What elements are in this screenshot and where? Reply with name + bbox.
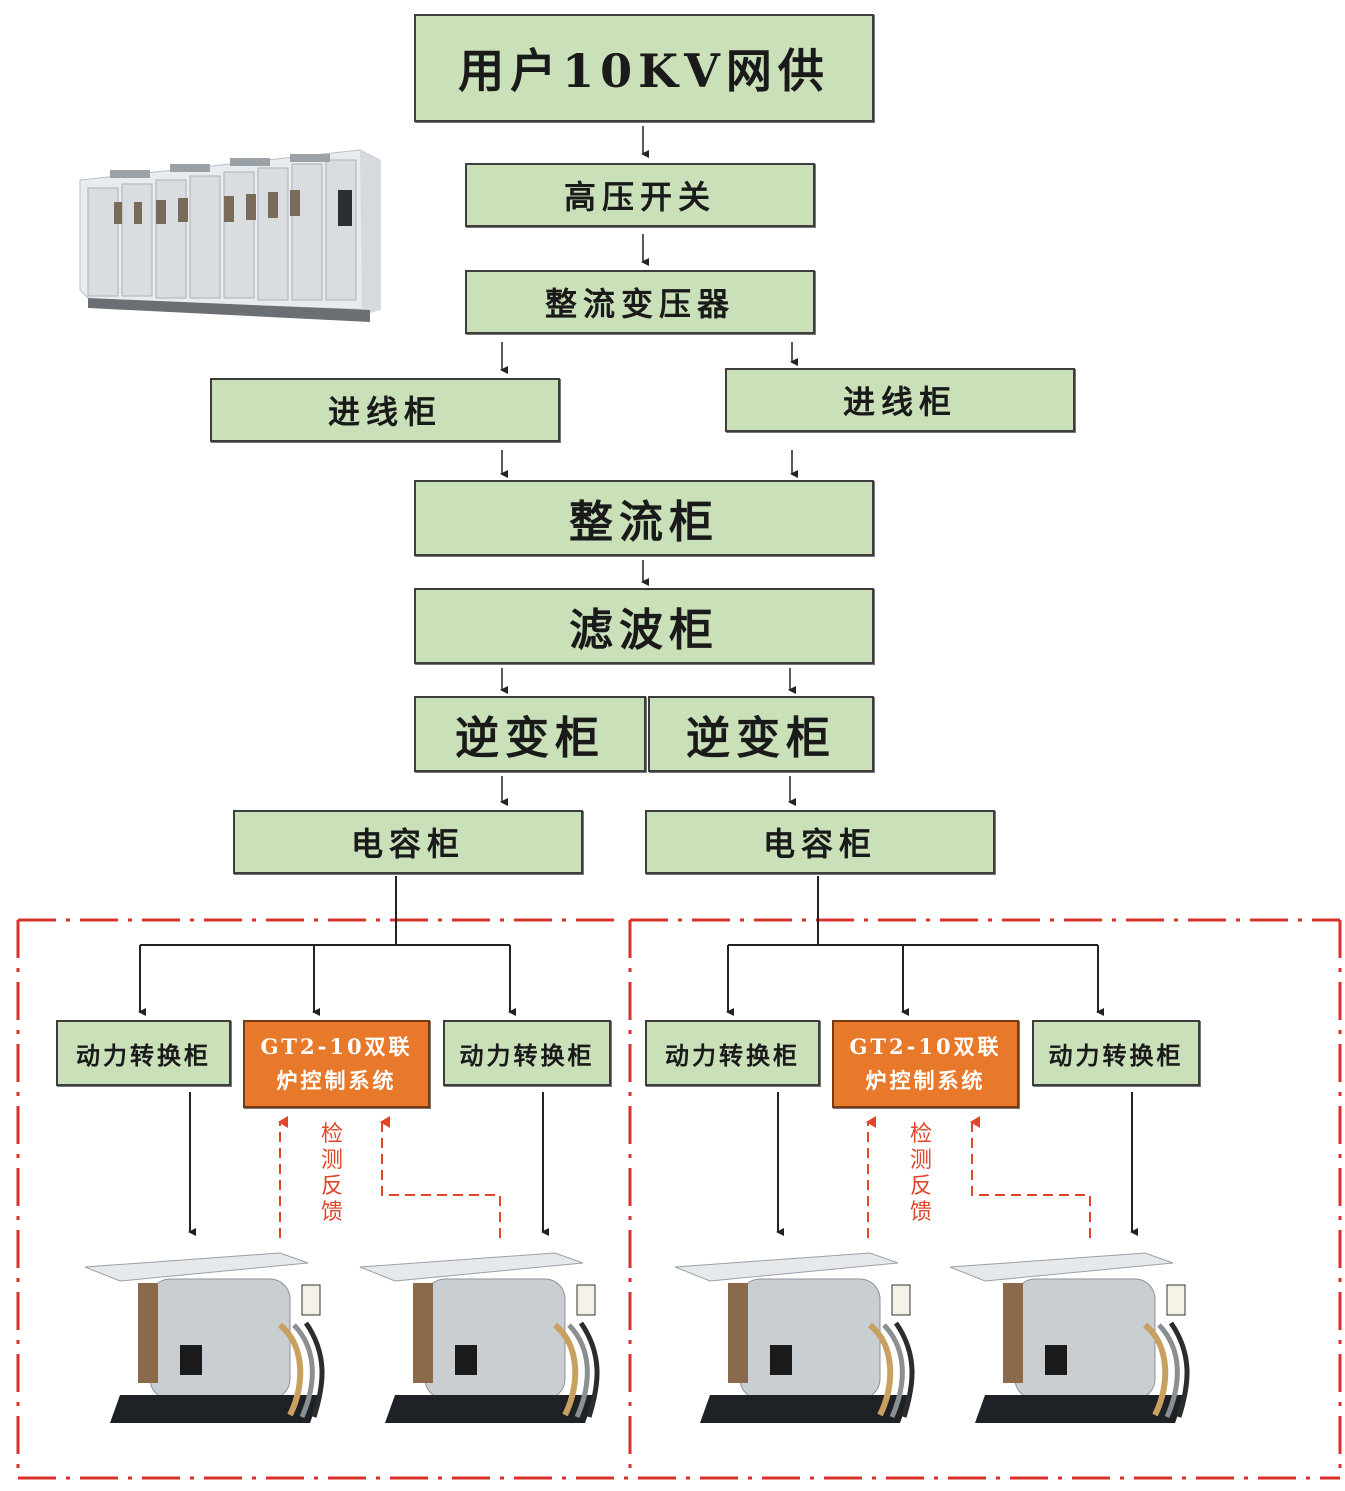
furnace-control-system-2: GT2-10双联 炉控制系统 xyxy=(832,1020,1019,1108)
control-line-1: GT2-10双联 xyxy=(260,1034,413,1059)
inverter-cabinet-right: 逆变柜 xyxy=(648,696,874,772)
power-switch-cabinet-3: 动力转换柜 xyxy=(645,1020,820,1086)
dashed-region-left xyxy=(16,918,1340,1480)
power-switch-cabinet-4: 动力转换柜 xyxy=(1032,1020,1200,1086)
power-switch-cabinet-2: 动力转换柜 xyxy=(443,1020,611,1086)
rectifier-transformer-box: 整流变压器 xyxy=(465,270,815,334)
control-line-2: 炉控制系统 xyxy=(276,1068,397,1093)
inverter-cabinet-left: 逆变柜 xyxy=(414,696,646,772)
capacitor-cabinet-right: 电容柜 xyxy=(645,810,995,874)
feedback-line-2 xyxy=(380,1116,501,1238)
feedback-line-4 xyxy=(970,1116,1091,1238)
hv-switch-box: 高压开关 xyxy=(465,163,815,227)
rectifier-cabinet-box: 整流柜 xyxy=(414,480,874,556)
feedback-label-1: 检测反馈 xyxy=(320,1122,343,1225)
switchgear-cabinet-image xyxy=(79,149,381,322)
capacitor-cabinet-left: 电容柜 xyxy=(233,810,583,874)
incoming-cabinet-left: 进线柜 xyxy=(210,378,560,442)
control-line-2: 炉控制系统 xyxy=(865,1068,986,1093)
grid-supply-box: 用户10KV网供 xyxy=(414,14,874,122)
induction-furnace-image xyxy=(80,1245,1210,1425)
feedback-label-2: 检测反馈 xyxy=(909,1122,932,1225)
incoming-cabinet-right: 进线柜 xyxy=(725,368,1075,432)
dashed-region-right xyxy=(628,918,1342,1478)
filter-cabinet-box: 滤波柜 xyxy=(414,588,874,664)
power-switch-cabinet-1: 动力转换柜 xyxy=(56,1020,231,1086)
control-line-1: GT2-10双联 xyxy=(849,1034,1002,1059)
furnace-control-system-1: GT2-10双联 炉控制系统 xyxy=(243,1020,430,1108)
